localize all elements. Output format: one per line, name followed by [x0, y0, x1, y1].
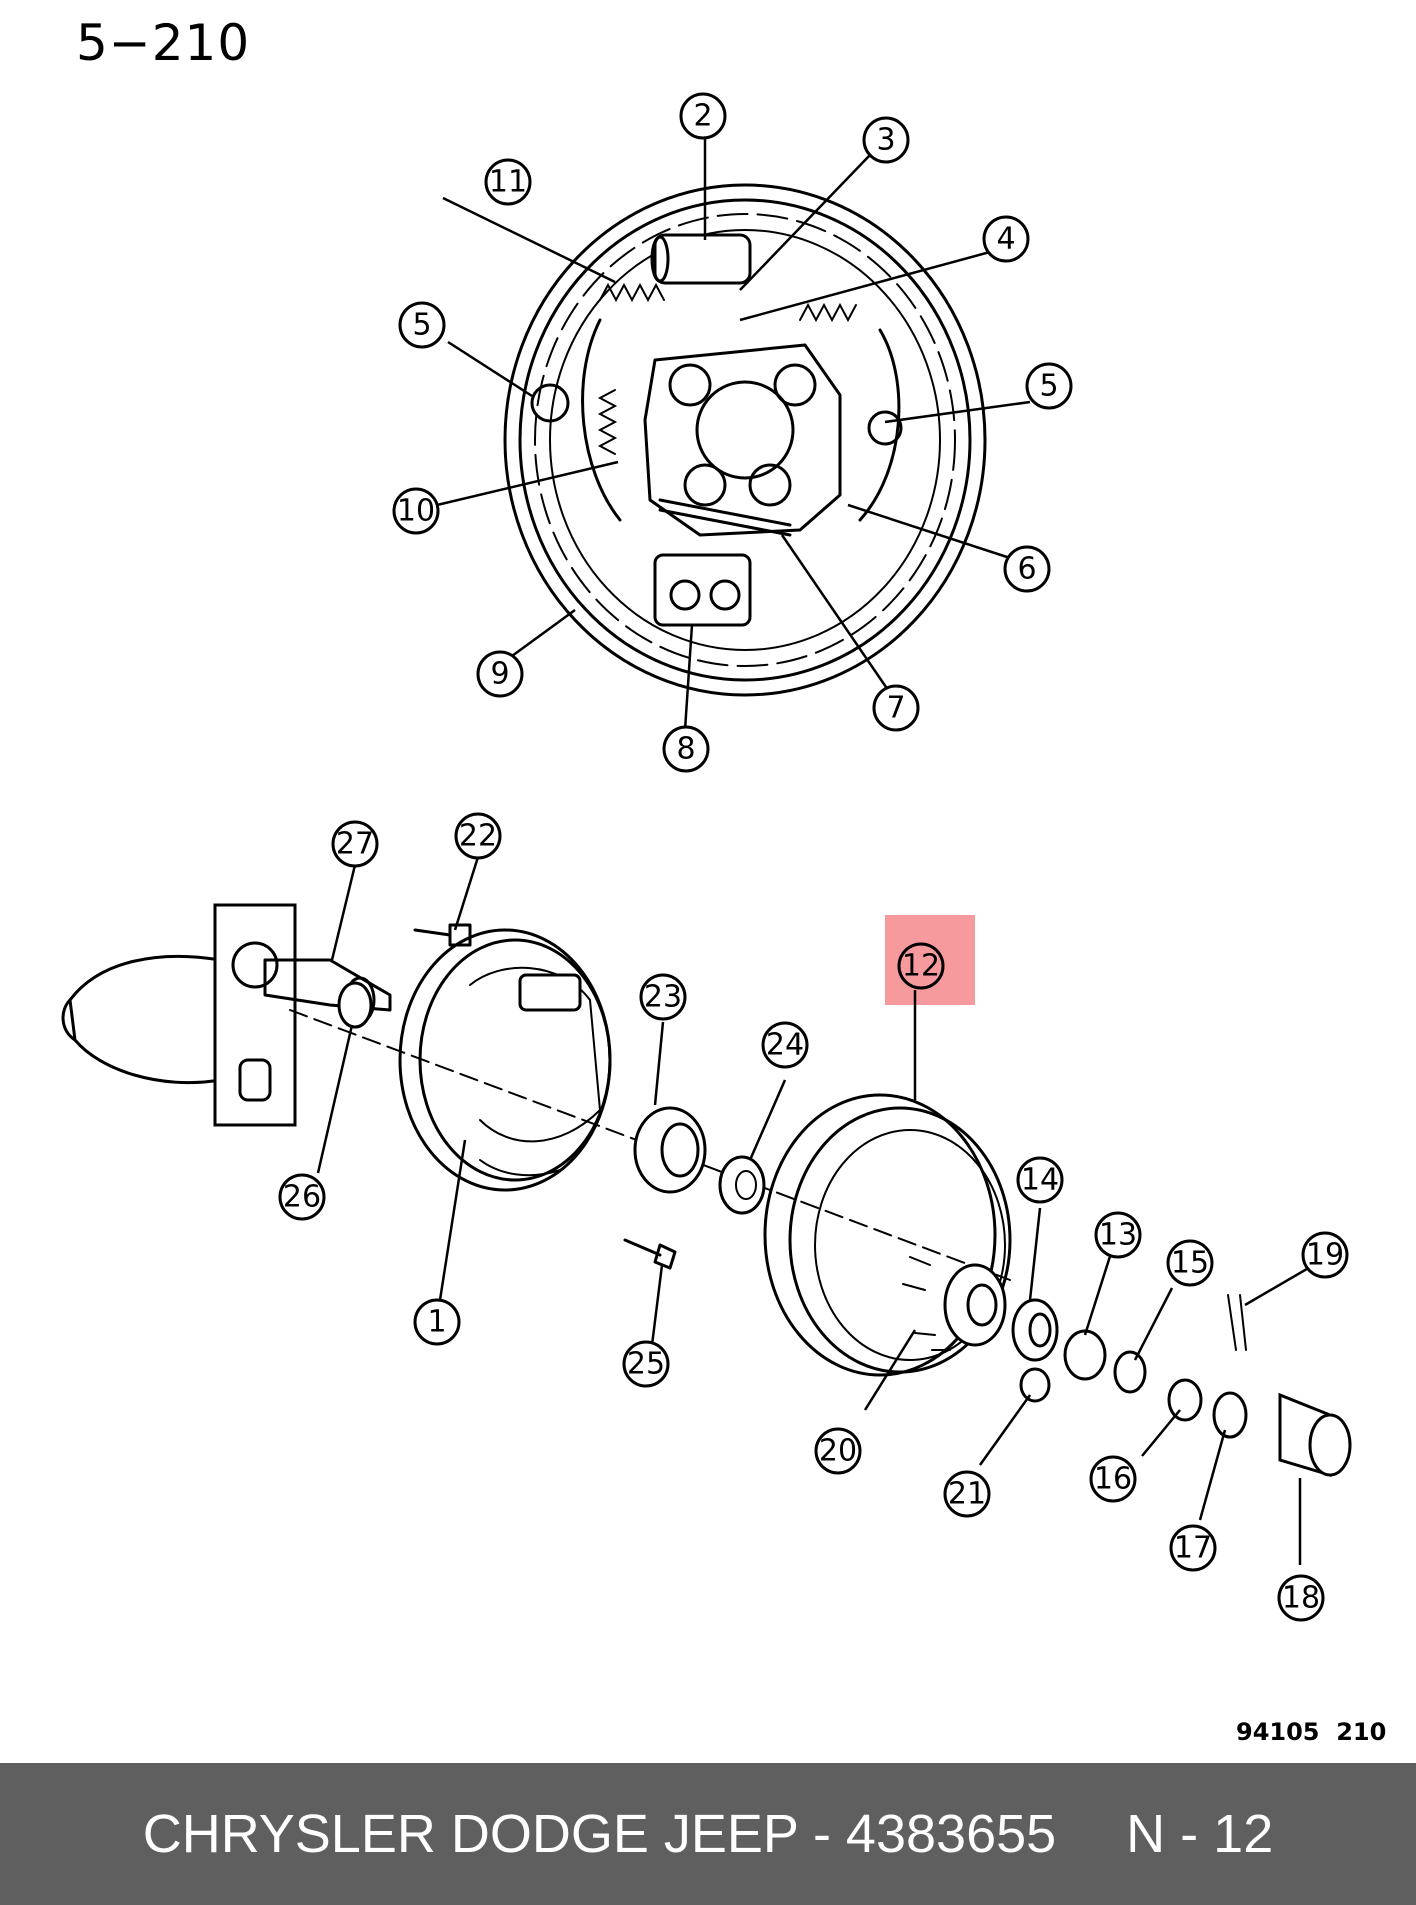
callout-label: 16	[1094, 1462, 1132, 1497]
callout-label: 7	[886, 691, 905, 726]
callout-17: 17	[1169, 1524, 1217, 1572]
callout-label: 9	[490, 657, 509, 692]
callout-label: 26	[283, 1180, 321, 1215]
callout-14: 14	[1016, 1156, 1064, 1204]
callout-label: 14	[1021, 1163, 1059, 1198]
callout-label: 23	[644, 980, 682, 1015]
callout-label: 5	[1039, 369, 1058, 404]
callout-label: 6	[1017, 552, 1036, 587]
callout-label: 10	[397, 494, 435, 529]
brake-assembly-top-view	[503, 183, 987, 697]
callout-label: 13	[1099, 1218, 1137, 1253]
callout-label: 21	[948, 1477, 986, 1512]
callout-label: 18	[1282, 1581, 1320, 1616]
callout-label: 19	[1306, 1238, 1344, 1273]
callout-16: 16	[1089, 1455, 1137, 1503]
callout-label: 17	[1174, 1531, 1212, 1566]
footer-part-number: CHRYSLER DODGE JEEP - 4383655	[142, 1804, 1057, 1864]
callout-18: 18	[1277, 1574, 1325, 1622]
callout-label: 2	[693, 99, 712, 134]
callout-label: 1	[427, 1305, 446, 1340]
callout-label: 3	[876, 123, 895, 158]
callout-3: 3	[862, 116, 910, 164]
callout-22: 22	[454, 812, 502, 860]
diagram-reference-code: 94105 210	[1236, 1718, 1386, 1746]
callout-label: 4	[996, 222, 1015, 257]
callout-23: 23	[639, 973, 687, 1021]
callout-label: 27	[336, 827, 374, 862]
callout-15: 15	[1166, 1239, 1214, 1287]
callout-label: 5	[412, 308, 431, 343]
callout-21: 21	[943, 1470, 991, 1518]
callout-6: 6	[1003, 545, 1051, 593]
callout-20: 20	[814, 1427, 862, 1475]
callout-label: 25	[627, 1347, 665, 1382]
callout-19: 19	[1301, 1231, 1349, 1279]
callout-label: 15	[1171, 1246, 1209, 1281]
callout-4: 4	[982, 215, 1030, 263]
callout-label: 24	[766, 1028, 804, 1063]
footer-position: N - 12	[1126, 1804, 1274, 1864]
callout-1: 1	[413, 1298, 461, 1346]
callout-27: 27	[331, 820, 379, 868]
callout-12: 12	[897, 942, 945, 990]
leader-lines	[316, 135, 1313, 1565]
callout-5-right: 5	[1025, 362, 1073, 410]
callout-9: 9	[476, 650, 524, 698]
page-number: 5−210	[76, 14, 251, 72]
callout-11: 11	[484, 158, 532, 206]
brake-exploded-diagram: 1 2 3 4 5 5 6 7 8 9 10 11 12 13 14 15 16…	[61, 92, 1386, 1746]
footer-bar: CHRYSLER DODGE JEEP - 4383655 N - 12	[0, 1763, 1416, 1905]
callout-label: 22	[459, 819, 497, 854]
callout-24: 24	[761, 1021, 809, 1069]
callout-8: 8	[662, 725, 710, 773]
brake-exploded-bottom-view	[61, 903, 1352, 1478]
callout-7: 7	[872, 684, 920, 732]
callout-label: 12	[902, 949, 940, 984]
callout-2: 2	[679, 92, 727, 140]
callout-13: 13	[1094, 1211, 1142, 1259]
callout-10: 10	[392, 487, 440, 535]
callout-26: 26	[278, 1173, 326, 1221]
callout-label: 11	[489, 165, 527, 200]
callout-25: 25	[622, 1340, 670, 1388]
callout-label: 8	[676, 732, 695, 767]
callout-5-left: 5	[398, 301, 446, 349]
callout-label: 20	[819, 1434, 857, 1469]
